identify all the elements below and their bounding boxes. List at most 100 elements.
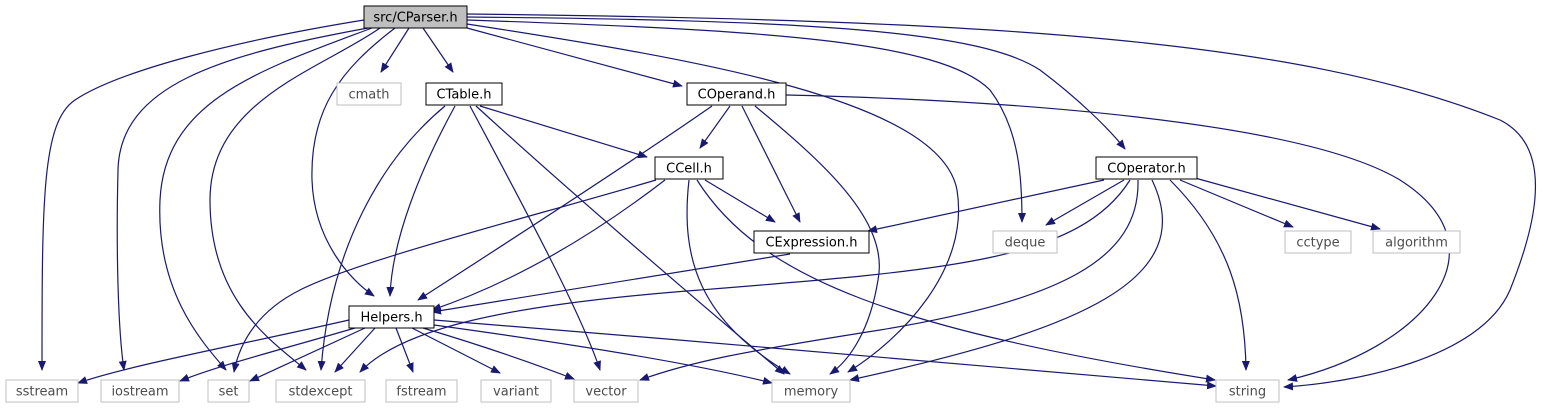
node-box (753, 230, 870, 254)
node-cmath: cmath (336, 82, 402, 106)
edge-ctable-to-ccell (479, 105, 648, 159)
edge-coperand-to-string (785, 94, 1450, 382)
edge-cparser-to-ctable (422, 27, 454, 73)
edge-coperand-to-helpers (417, 105, 713, 301)
edge-cparser-to-cmath (380, 27, 410, 73)
edge-ccell-to-helpers (431, 179, 666, 311)
node-label: string (1229, 385, 1266, 400)
edges-layer (38, 13, 1536, 391)
node-cctype: cctype (1284, 230, 1352, 254)
node-set: set (207, 379, 250, 403)
node-box (654, 156, 724, 180)
edge-coperator-to-string (1169, 179, 1250, 371)
node-label: iostream (111, 385, 168, 400)
edge-helpers-to-string (433, 319, 1217, 390)
node-label: CTable.h (436, 88, 491, 103)
node-label: deque (1005, 236, 1046, 251)
edge-ctable-to-helpers (386, 105, 456, 297)
node-label: CCell.h (666, 162, 712, 177)
node-label: algorithm (1385, 236, 1448, 251)
edge-ctable-to-vector (469, 105, 601, 371)
edge-cparser-to-stdexcept (209, 27, 381, 371)
node-box (1095, 156, 1198, 180)
edge-coperator-to-memory (849, 179, 1164, 382)
node-box (1284, 230, 1352, 254)
edge-cparser-to-coperand (466, 27, 683, 88)
edge-ctable-to-memory (475, 105, 785, 375)
edge-ccell-to-set (231, 179, 657, 373)
node-sstream: sstream (5, 379, 79, 403)
edge-cparser-to-deque (466, 19, 1026, 223)
edge-coperator-to-algorithm (1194, 177, 1381, 231)
node-box (573, 379, 639, 403)
node-string: string (1215, 379, 1280, 403)
node-box (1215, 379, 1280, 403)
node-box (336, 82, 402, 106)
node-stdexcept: stdexcept (275, 379, 366, 403)
edge-cparser-to-memory (466, 23, 960, 373)
node-box (100, 379, 180, 403)
edge-coperator-to-cctype (1179, 179, 1294, 228)
node-box (275, 379, 366, 403)
edge-cparser-to-string (466, 13, 1536, 391)
node-box (363, 5, 468, 29)
node-cexpression[interactable]: CExpression.h (753, 230, 870, 254)
node-algorithm: algorithm (1372, 230, 1461, 254)
node-fstream: fstream (385, 379, 458, 403)
node-coperand[interactable]: COperand.h (686, 82, 787, 106)
node-coperator[interactable]: COperator.h (1095, 156, 1198, 180)
edge-coperand-to-memory (754, 105, 880, 375)
node-box (1372, 230, 1461, 254)
node-memory: memory (771, 379, 851, 403)
edge-coperator-to-stdexcept (359, 179, 1131, 373)
node-box (348, 305, 435, 329)
edge-coperand-to-ccell (699, 105, 731, 149)
node-label: sstream (16, 385, 68, 400)
edge-cparser-to-sstream (38, 19, 365, 371)
node-helpers[interactable]: Helpers.h (348, 305, 435, 329)
node-variant: variant (480, 379, 552, 403)
node-label: variant (493, 385, 539, 400)
edge-cparser-to-iostream (116, 27, 369, 371)
node-deque: deque (992, 230, 1058, 254)
edge-ccell-to-cexpression (704, 179, 776, 223)
edge-coperator-to-deque (1045, 179, 1125, 226)
edge-ccell-to-string (696, 179, 1216, 383)
node-label: CExpression.h (765, 236, 857, 251)
node-ctable[interactable]: CTable.h (425, 82, 503, 106)
edge-cexpression-to-helpers (431, 253, 791, 315)
node-label: stdexcept (289, 385, 353, 400)
node-label: src/CParser.h (373, 11, 457, 26)
node-cparser[interactable]: src/CParser.h (363, 5, 468, 29)
node-label: cctype (1296, 236, 1339, 251)
node-label: memory (784, 385, 839, 400)
node-ccell[interactable]: CCell.h (654, 156, 724, 180)
node-label: Helpers.h (360, 311, 422, 326)
node-box (5, 379, 79, 403)
node-label: COperand.h (698, 88, 776, 103)
node-vector: vector (573, 379, 639, 403)
edge-ctable-to-stdexcept (317, 105, 446, 371)
node-label: set (219, 385, 239, 400)
node-box (992, 230, 1058, 254)
edge-coperand-to-cexpression (741, 105, 801, 223)
node-iostream: iostream (100, 379, 180, 403)
edge-helpers-to-iostream (179, 327, 356, 382)
edge-helpers-to-vector (422, 327, 575, 380)
node-label: COperator.h (1107, 162, 1185, 177)
node-label: cmath (348, 88, 389, 103)
node-box (207, 379, 250, 403)
node-box (686, 82, 787, 106)
edge-helpers-to-stdexcept (334, 327, 376, 373)
node-label: fstream (396, 385, 446, 400)
edge-helpers-to-fstream (395, 327, 414, 373)
edge-coperator-to-cexpression (867, 179, 1105, 234)
edge-cparser-to-coperator (466, 16, 1126, 150)
nodes-layer: src/CParser.h cmath CTable.h COperand.hCCel… (5, 5, 1461, 403)
node-label: vector (585, 385, 627, 400)
edge-helpers-to-set (249, 327, 366, 382)
node-box (425, 82, 503, 106)
node-box (771, 379, 851, 403)
edge-coperator-to-vector (639, 179, 1139, 381)
